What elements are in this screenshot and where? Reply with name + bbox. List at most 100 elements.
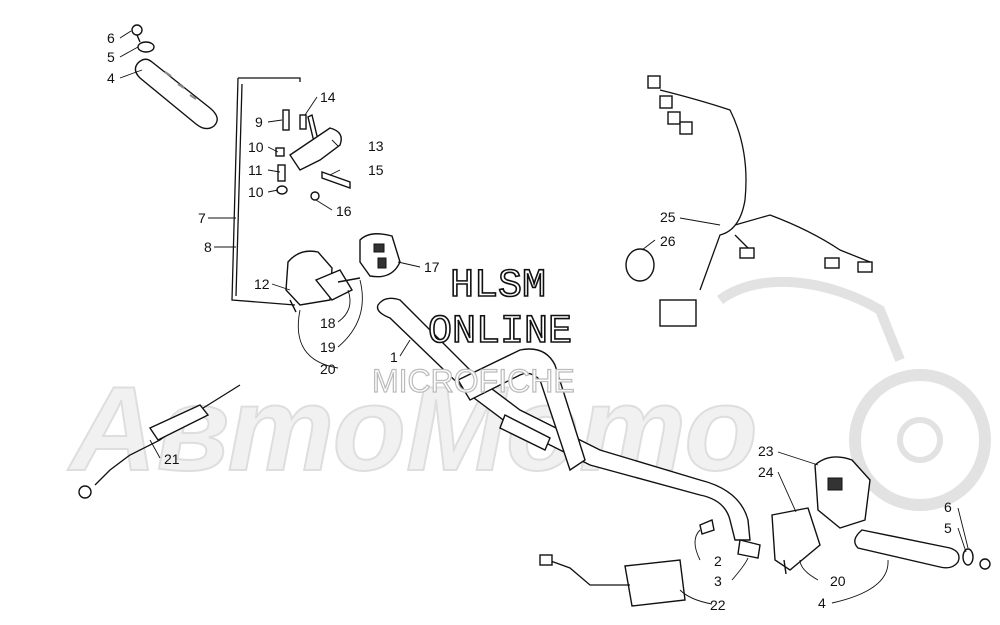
callout-16: 16 <box>336 203 352 219</box>
callout-8: 8 <box>204 239 212 255</box>
callout-4-right: 4 <box>818 595 826 611</box>
nut <box>310 191 320 201</box>
handlebar-crossbar <box>457 348 586 472</box>
switch-button-17 <box>373 243 385 253</box>
callout-23: 23 <box>758 443 774 459</box>
callout-10-upper: 10 <box>248 139 264 155</box>
callout-3: 3 <box>714 573 722 589</box>
washer-upper <box>275 147 285 157</box>
housing-screw-18 <box>289 299 297 313</box>
handlebar-knurl <box>499 414 551 451</box>
callout-13: 13 <box>368 138 384 154</box>
motorcycle-wheel-silhouette <box>849 369 991 511</box>
callout-22: 22 <box>710 597 726 613</box>
hand-grip-left <box>134 58 218 130</box>
hand-grip-right <box>854 529 960 569</box>
throttle-cable-end <box>78 485 92 499</box>
bracket-22 <box>624 559 686 607</box>
harness-branch-right <box>734 214 871 263</box>
throttle-cable-sleeve <box>148 404 210 441</box>
left-housing-lever-mount <box>314 269 353 301</box>
callout-15: 15 <box>368 162 384 178</box>
switch-lead <box>321 171 351 189</box>
left-control-housing <box>285 233 401 313</box>
right-switch-button <box>827 477 843 491</box>
left-housing-body <box>285 250 333 306</box>
pivot-pin <box>282 109 290 131</box>
motorcycle-hub-silhouette <box>897 417 943 463</box>
callout-4-left: 4 <box>107 70 115 86</box>
grip-end-cap-left <box>137 41 155 53</box>
callout-12: 12 <box>254 276 270 292</box>
callout-1: 1 <box>390 349 398 365</box>
wiring-harness <box>625 75 873 327</box>
handlebar <box>376 297 751 541</box>
connector-6 <box>824 257 840 269</box>
grip-end-screw-left <box>131 24 143 36</box>
spring-pin <box>299 114 307 130</box>
callout-24: 24 <box>758 464 774 480</box>
watermark-line-1: HLSM <box>450 264 546 309</box>
connector-1 <box>647 75 661 89</box>
brake-lever-hardware <box>275 109 351 201</box>
callout-2: 2 <box>714 553 722 569</box>
background-watermark: АвтоМото <box>66 276 991 511</box>
bushing-3 <box>737 539 761 559</box>
grip-end-screw-right <box>979 558 991 570</box>
hlsm-watermark: HLSM ONLINE MICROFICHE <box>371 263 575 399</box>
bushing <box>277 164 286 182</box>
grip-end-screw-shank-left <box>136 34 141 43</box>
lead-connector-22 <box>539 554 553 566</box>
callout-25: 25 <box>660 209 676 225</box>
main-connector <box>659 299 697 327</box>
callout-21: 21 <box>164 451 180 467</box>
callout-5-right: 5 <box>944 520 952 536</box>
watermark-line-3: MICROFICHE <box>372 363 575 399</box>
brake-lever <box>289 127 342 171</box>
lead-wire-22 <box>547 559 630 586</box>
callout-7: 7 <box>198 210 206 226</box>
switch-housing-17 <box>359 233 401 278</box>
callout-9: 9 <box>255 114 263 130</box>
leader-lines <box>119 30 969 605</box>
callout-11: 11 <box>248 162 263 178</box>
callout-20-left: 20 <box>320 361 336 377</box>
handlebar-tube <box>376 297 751 541</box>
throttle-cable-sheath <box>94 384 241 486</box>
callout-19: 19 <box>320 339 336 355</box>
connector-2 <box>659 95 673 109</box>
bracket-frame-inner <box>235 83 243 297</box>
watermark-line-2: ONLINE <box>428 310 572 355</box>
background-brand-text: АвтоМото <box>67 362 758 496</box>
left-grip-assembly <box>131 24 218 130</box>
callout-5-left: 5 <box>107 49 115 65</box>
callout-18: 18 <box>320 315 336 331</box>
connector-3 <box>667 111 681 125</box>
callout-10-lower: 10 <box>248 184 264 200</box>
throttle-cable <box>78 384 241 499</box>
right-switch-housing-23 <box>814 456 871 529</box>
callout-6-left: 6 <box>107 30 115 46</box>
connector-4 <box>679 121 693 135</box>
callout-labels: 6 5 4 14 9 13 10 11 15 10 16 7 8 17 12 1… <box>107 30 952 613</box>
washer-lower <box>276 185 288 195</box>
callout-14: 14 <box>320 89 336 105</box>
brake-lever-bracket <box>231 77 301 306</box>
bracket-frame-outline <box>231 77 301 306</box>
motorcycle-silhouette <box>717 276 905 362</box>
right-housing-24 <box>771 507 821 571</box>
callout-17: 17 <box>424 259 440 275</box>
grip-end-cap-right <box>962 548 974 566</box>
right-control-assembly <box>539 456 991 607</box>
callout-26: 26 <box>660 233 676 249</box>
connector-5 <box>739 247 755 259</box>
grip-texture-left <box>164 71 197 100</box>
callout-6-right: 6 <box>944 499 952 515</box>
fitting-2 <box>699 519 715 535</box>
retaining-ring-26 <box>625 248 655 282</box>
callout-20-right: 20 <box>830 573 846 589</box>
switch-toggle-17 <box>377 257 387 269</box>
housing-screw-19 <box>337 277 361 283</box>
